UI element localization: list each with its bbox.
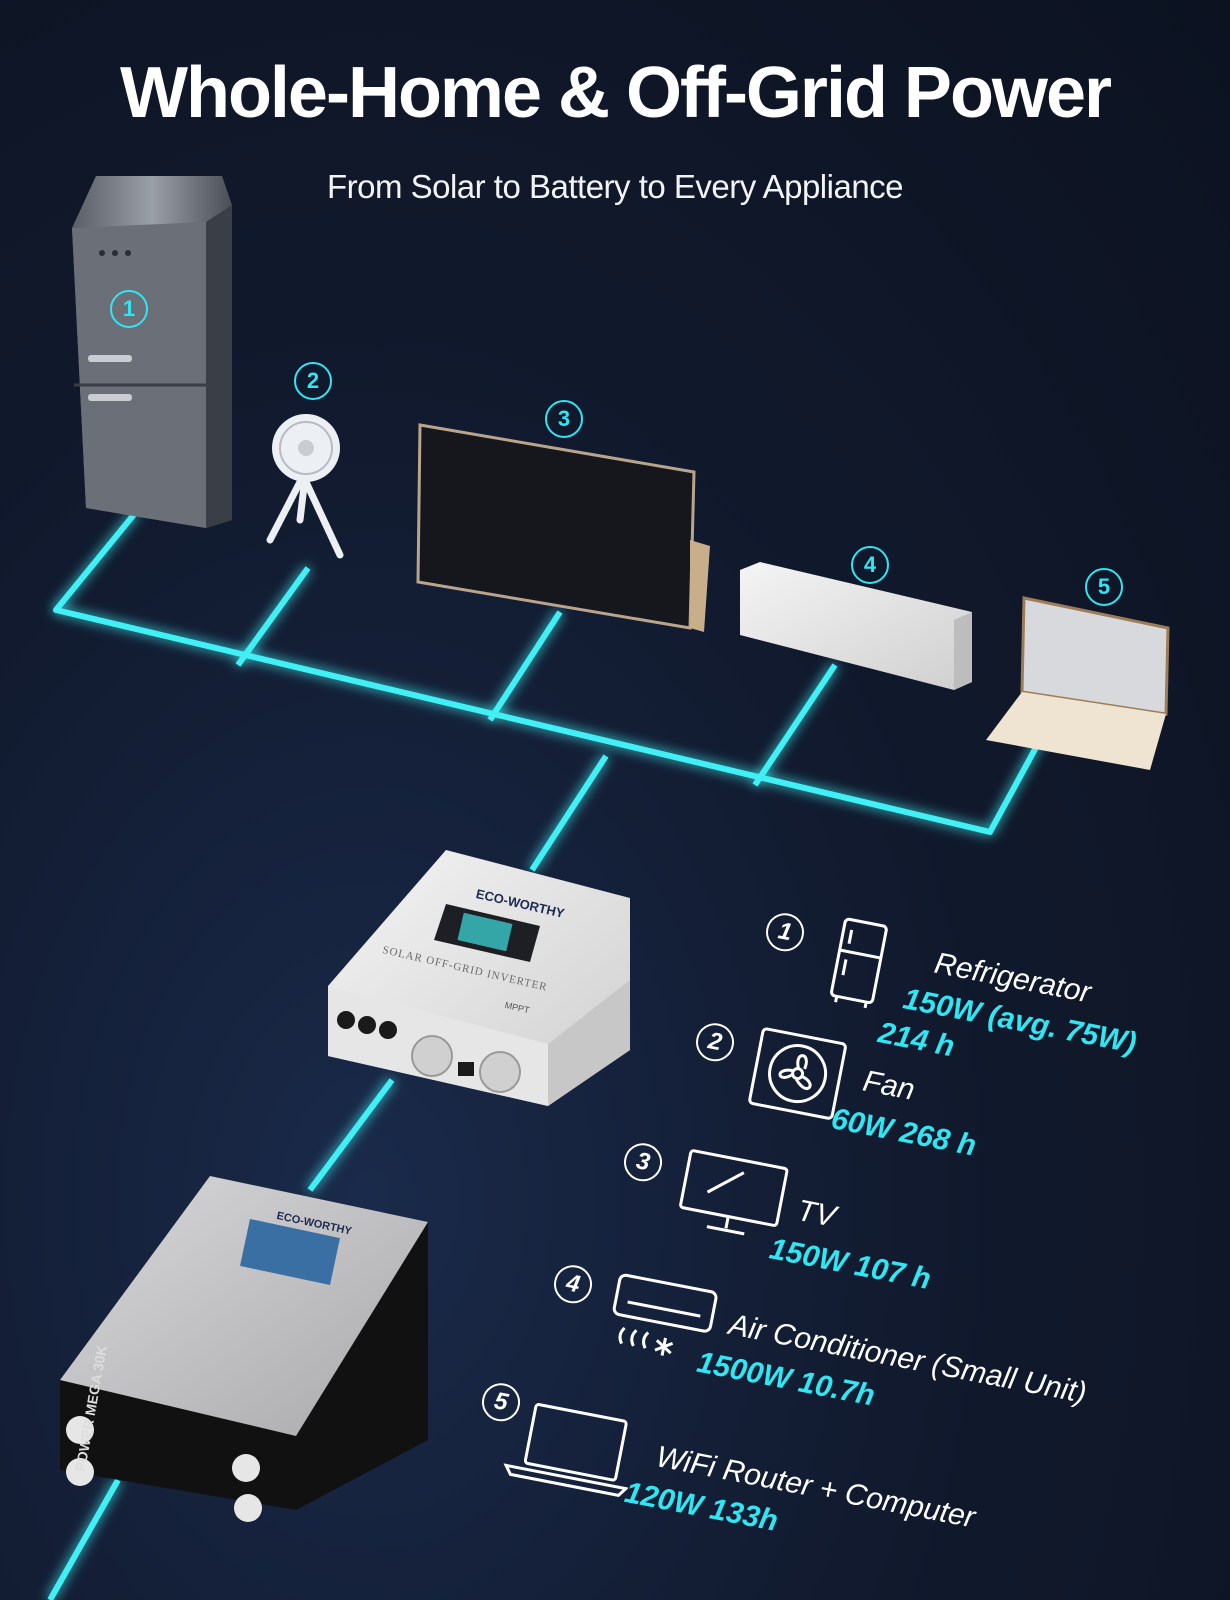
- legend-name: TV: [794, 1193, 839, 1234]
- laptop-illustration: [986, 596, 1170, 770]
- tv-illustration: [416, 423, 710, 632]
- laptop-icon: [503, 1403, 630, 1498]
- refrigerator-illustration: [72, 176, 232, 528]
- marker-3: 3: [545, 400, 583, 438]
- fan-illustration: [266, 414, 344, 559]
- fan-icon: [748, 1027, 847, 1120]
- battery-illustration: [60, 1176, 428, 1522]
- marker-5: 5: [1085, 568, 1123, 606]
- wiring: [47, 510, 1043, 1600]
- inverter-illustration: [328, 850, 630, 1106]
- page-title: Whole-Home & Off-Grid Power: [120, 53, 1112, 133]
- marker-4: 4: [851, 546, 889, 584]
- air-conditioner-icon: [612, 1273, 718, 1356]
- tv-icon: [679, 1149, 789, 1236]
- marker-1: 1: [110, 290, 148, 328]
- marker-2: 2: [294, 362, 332, 400]
- air-conditioner-illustration: [740, 562, 972, 690]
- page-subtitle: From Solar to Battery to Every Appliance: [326, 168, 904, 205]
- refrigerator-icon: [830, 917, 888, 1009]
